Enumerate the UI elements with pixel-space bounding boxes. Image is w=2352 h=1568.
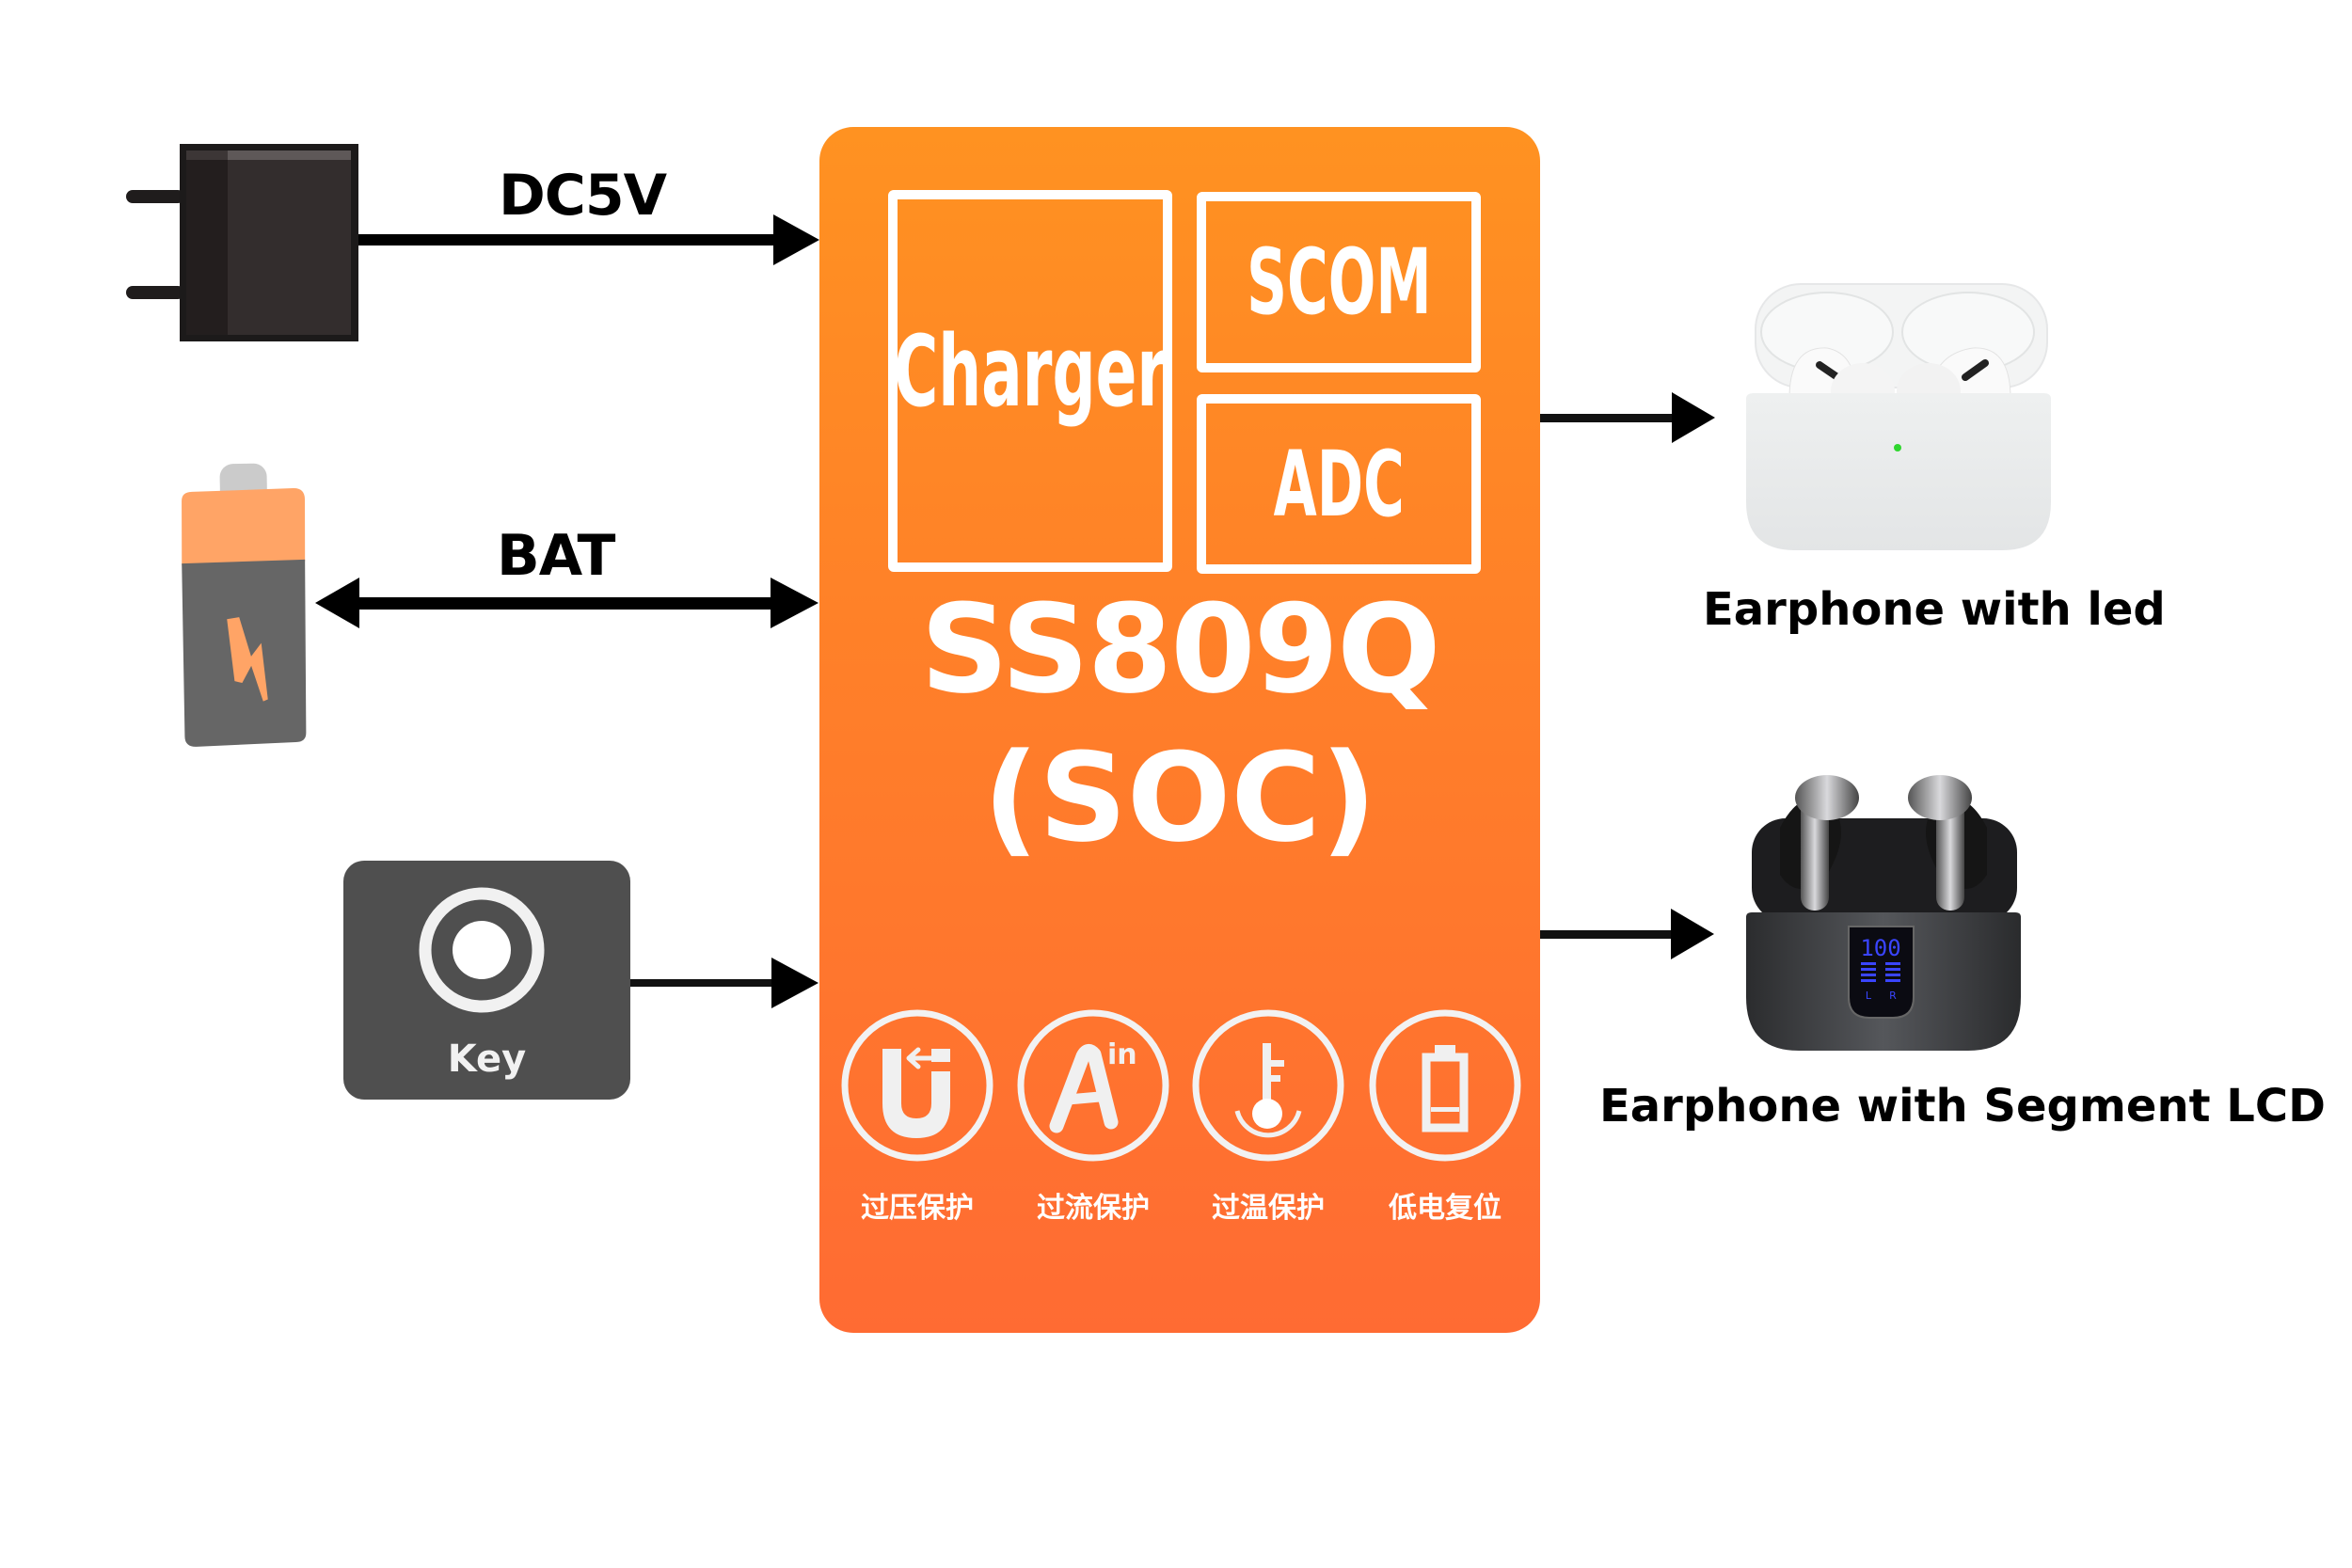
bat-label: BAT [497, 523, 615, 589]
protection-overcurrent: in 过流保护 [1004, 1009, 1183, 1235]
status-led [1894, 444, 1901, 451]
earbuds-led-case-image [1746, 283, 2051, 550]
lcd-right-indicator: R [1889, 990, 1897, 1002]
protection-overtemperature: 过温保护 [1179, 1009, 1358, 1235]
scom-module: SCOM [1197, 192, 1481, 372]
overvoltage-label: 过压保护 [861, 1192, 974, 1225]
key-button[interactable]: Key [343, 861, 630, 1100]
protection-overvoltage: 过压保护 [828, 1009, 1007, 1235]
svg-text:in: in [1107, 1038, 1137, 1071]
adc-module: ADC [1197, 394, 1481, 574]
charger-label: Charger [893, 314, 1168, 429]
low-battery-reset-label: 低电复位 [1389, 1192, 1502, 1225]
low-battery-icon [1369, 1009, 1521, 1162]
overcurrent-label: 过流保护 [1037, 1192, 1150, 1225]
overvoltage-icon [841, 1009, 993, 1162]
earbuds-lcd-case-image: 100 L R [1746, 775, 2021, 1051]
adc-label: ADC [1273, 431, 1405, 537]
soc-type: (SOC) [982, 726, 1377, 869]
lcd-value: 100 [1860, 935, 1900, 961]
dc5v-label: DC5V [499, 163, 667, 229]
soc-part-number: SS809Q [920, 578, 1440, 721]
key-arrow [629, 958, 818, 1008]
overtemperature-label: 过温保护 [1212, 1192, 1325, 1225]
output-label-led: Earphone with led [1703, 583, 2166, 636]
scom-label: SCOM [1246, 230, 1432, 335]
output-label-lcd: Earphone with Segment LCD [1599, 1080, 2326, 1132]
button-icon [419, 887, 545, 1013]
battery-icon [182, 463, 307, 747]
lcd-left-indicator: L [1866, 990, 1872, 1002]
output-arrow-led [1540, 392, 1715, 443]
overcurrent-icon: in [1017, 1009, 1169, 1162]
overtemperature-icon [1192, 1009, 1344, 1162]
soc-block: Charger SCOM ADC SS809Q (SOC) 过压保护 in 过流… [819, 127, 1540, 1333]
key-label: Key [447, 1037, 527, 1081]
charger-module: Charger [888, 190, 1172, 572]
protection-low-battery-reset: 低电复位 [1356, 1009, 1534, 1235]
output-arrow-lcd [1540, 909, 1714, 959]
power-plug-icon [126, 144, 358, 341]
